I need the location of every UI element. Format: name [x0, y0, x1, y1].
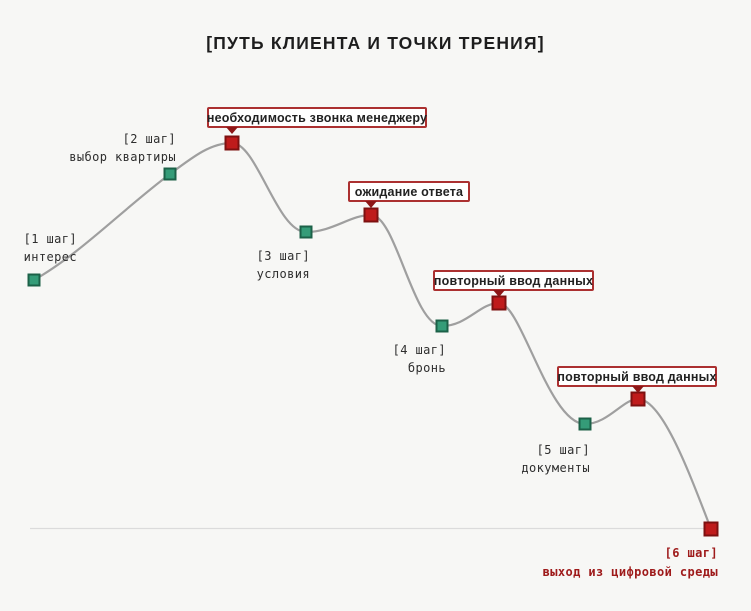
step-label-2: [2 шаг] выбор квартиры — [69, 130, 176, 166]
step-marker-6 — [435, 319, 449, 333]
friction-callout-3: повторный ввод данных — [433, 270, 594, 291]
step-label-1: [1 шаг] интерес — [24, 230, 77, 266]
exit-step-label: [6 шаг] выход из цифровой среды — [543, 544, 718, 582]
step-label-line: [6 шаг] — [664, 546, 718, 560]
step-label-line: [4 шаг] — [392, 343, 446, 357]
step-label-5: [5 шаг] документы — [521, 441, 590, 477]
friction-callout-2: ожидание ответа — [348, 181, 470, 202]
friction-callout-1: необходимость звонка менеджеру — [207, 107, 427, 128]
friction-marker-10 — [703, 521, 719, 537]
step-label-3: [3 шаг] условия — [257, 247, 310, 283]
diagram-title: [ПУТЬ КЛИЕНТА И ТОЧКИ ТРЕНИЯ] — [206, 33, 545, 53]
journey-curve — [32, 141, 713, 531]
step-label-line: бронь — [407, 361, 446, 375]
step-label-line: [2 шаг] — [122, 132, 176, 146]
callout-pointer-icon — [632, 386, 644, 393]
step-label-line: интерес — [23, 250, 77, 264]
step-label-4: [4 шаг] бронь — [393, 341, 446, 377]
friction-callout-4: повторный ввод данных — [557, 366, 717, 387]
friction-marker-5 — [363, 207, 379, 223]
step-marker-1 — [27, 273, 41, 287]
step-label-line: [1 шаг] — [23, 232, 77, 246]
callout-pointer-icon — [493, 290, 505, 297]
step-marker-4 — [299, 225, 313, 239]
friction-marker-9 — [630, 391, 646, 407]
friction-marker-3 — [224, 135, 240, 151]
step-label-line: [3 шаг] — [256, 249, 310, 263]
step-label-line: выбор квартиры — [69, 150, 176, 164]
step-label-line: выход из цифровой среды — [542, 565, 718, 579]
callout-pointer-icon — [226, 127, 238, 134]
journey-markers — [27, 135, 719, 537]
step-label-line: [5 шаг] — [536, 443, 590, 457]
friction-marker-7 — [491, 295, 507, 311]
step-label-line: документы — [521, 461, 590, 475]
callout-pointer-icon — [365, 201, 377, 208]
step-marker-2 — [163, 167, 177, 181]
step-label-line: условия — [256, 267, 310, 281]
step-marker-8 — [578, 417, 592, 431]
